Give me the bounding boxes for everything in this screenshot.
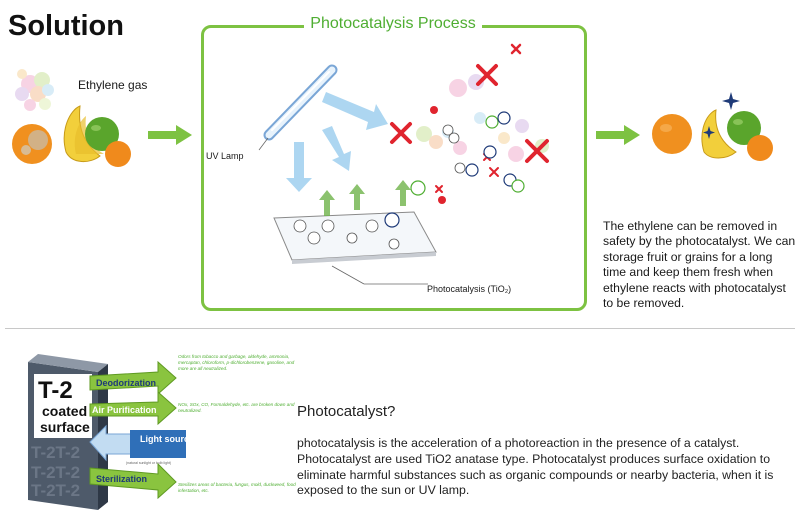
air-purification-arrow: Air Purification (89, 390, 177, 426)
t2-coated-label: coated (42, 403, 87, 419)
light-ray-arrows (286, 92, 388, 192)
air-purification-label: Air Purification (92, 405, 157, 415)
section-divider (5, 328, 795, 329)
deodorization-label: Deodorization (96, 378, 156, 388)
light-source-note: (natural sunlight or bulb light) (126, 461, 171, 465)
t2-brand: T-2 (38, 377, 73, 404)
t2-coated-surface-graphic: T-2T-2 T-2T-2 T-2T-2 T-2 coated surface … (28, 354, 296, 510)
sterilization-label: Sterilization (96, 474, 147, 484)
molecule-icons (293, 212, 400, 250)
oxygen-molecule-icon (410, 180, 426, 196)
ethylene-cloud (416, 74, 549, 162)
radical-molecule-icons (430, 106, 525, 204)
photocatalyst-heading: Photocatalyst? (297, 403, 396, 420)
sparkle-icon (703, 92, 740, 139)
photocatalysis-tio2-label: Photocatalysis (TiO₂) (427, 284, 512, 294)
photocatalysis-illustration (258, 43, 549, 285)
t2-background-word: T-2T-2 (31, 481, 80, 500)
sterilization-description: Sterilizes areas of bacteria, fungus, mo… (178, 482, 296, 493)
page-title: Solution (8, 10, 124, 42)
process-title: Photocatalysis Process (200, 15, 586, 33)
oxidation-arrows (319, 180, 411, 216)
t2-surface-label: surface (40, 419, 90, 435)
t2-background-word: T-2T-2 (31, 463, 80, 482)
air-purification-description: NOx, SOx, CO, Formaldehyde, etc. are bro… (178, 402, 295, 413)
ethylene-removal-description: The ethylene can be removed in safety by… (603, 219, 796, 311)
light-source-arrow: Light source (natural sunlight or bulb l… (89, 424, 194, 465)
sterilization-arrow: Sterilization (89, 462, 177, 500)
t2-background-word: T-2T-2 (31, 443, 80, 462)
fresh-fruit-illustration (652, 92, 773, 161)
ethylene-bubbles-icon (15, 69, 54, 111)
fruit-icon (652, 109, 773, 161)
fruit-icon (12, 105, 131, 167)
flow-arrow-icon (148, 125, 192, 145)
deodorization-arrow: Deodorization (89, 360, 177, 396)
light-source-label: Light source (140, 434, 194, 444)
flow-arrow-icon (596, 125, 640, 145)
photocatalyst-description: photocatalysis is the acceleration of a … (297, 436, 774, 498)
ethylene-fruit-illustration (12, 69, 131, 167)
ethylene-gas-label: Ethylene gas (78, 78, 148, 92)
uv-lamp-icon (258, 64, 338, 151)
uv-lamp-label: UV Lamp (206, 151, 244, 161)
deodorization-description: Odors from tobacco and garbage, aldehyde… (178, 354, 295, 371)
